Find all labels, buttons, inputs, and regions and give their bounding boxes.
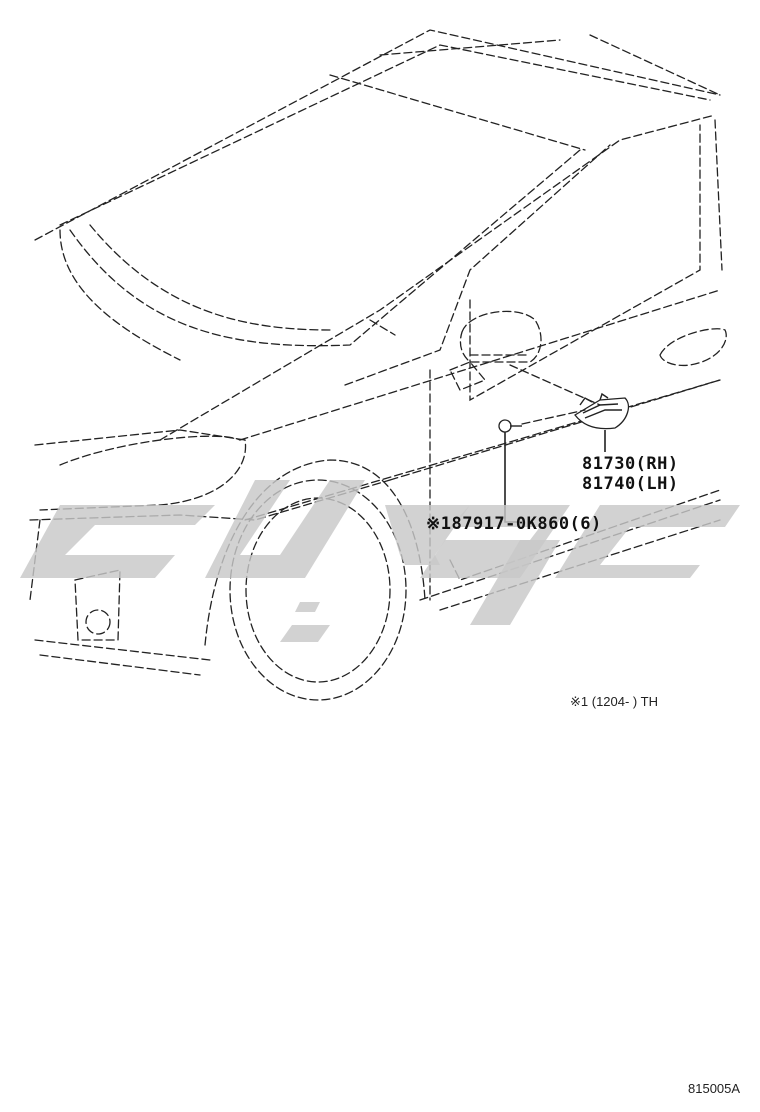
a-pillar — [159, 114, 716, 441]
diagram-code: 815005A — [688, 1081, 741, 1096]
applicability-note: ※1 (1204- ) TH — [570, 694, 658, 709]
door-handle — [659, 328, 727, 367]
outside-mirror — [449, 310, 542, 391]
part-number-rh: 81730(RH) — [582, 454, 679, 474]
part-number-lh: 81740(LH) — [582, 474, 679, 494]
watermark-logo — [20, 480, 740, 642]
side-window — [469, 119, 723, 402]
hood-outline — [29, 429, 391, 676]
roof-outline — [34, 29, 721, 241]
part-number-screw: ※187917-0K860(6) — [426, 514, 602, 534]
front-wheel — [204, 459, 426, 701]
fog-lamp — [74, 569, 121, 641]
screw-part — [498, 419, 522, 433]
windshield-outline — [59, 149, 581, 361]
mirror-cover-part — [574, 392, 629, 430]
leader-lines — [504, 364, 606, 523]
